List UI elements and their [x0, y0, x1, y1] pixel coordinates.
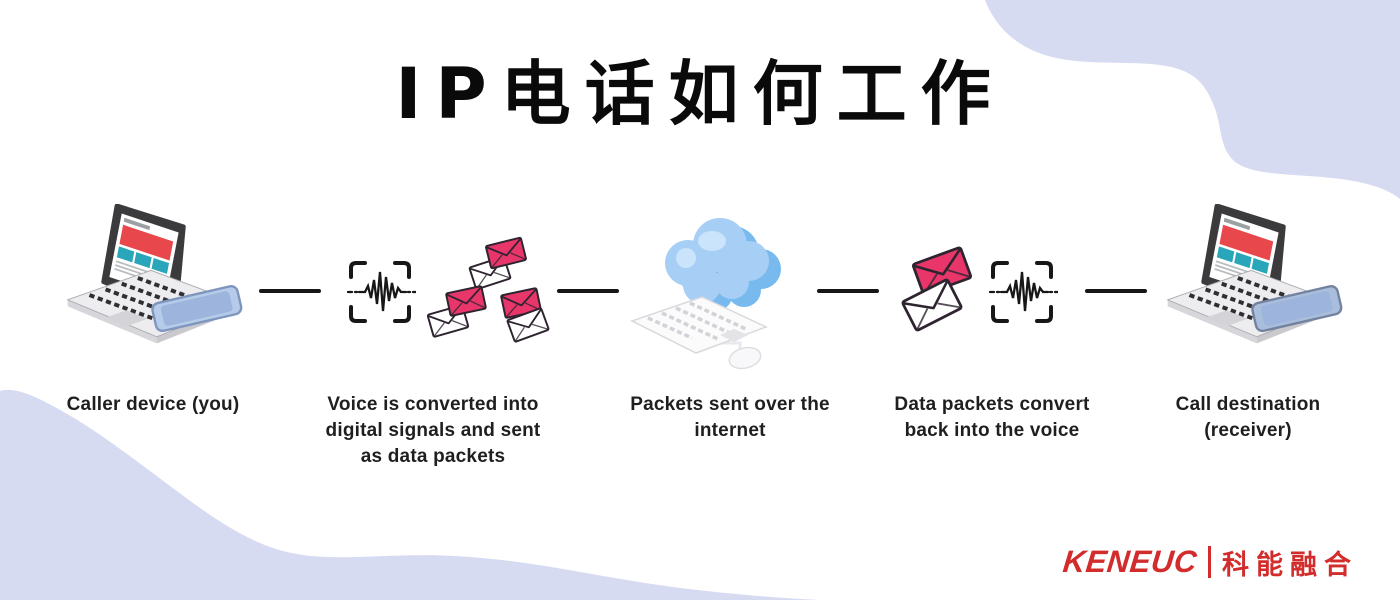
voice-waveform-icon [988, 261, 1058, 323]
mouse [728, 346, 762, 370]
page-title: IP电话如何工作 [395, 53, 1005, 135]
receiver-laptop-phone-icon [1166, 204, 1343, 344]
connector-line [557, 289, 619, 293]
connector-line [1085, 289, 1147, 293]
connector-line [259, 289, 321, 293]
connector-line [817, 289, 879, 293]
data-packets-icon [900, 245, 973, 333]
blob-top-right [985, 0, 1400, 199]
caller-laptop-phone-icon [66, 204, 243, 344]
step-label-packets-convert: Data packets convert back into the voice [894, 394, 1090, 441]
step-label-caller-device: Caller device (you) [66, 394, 240, 415]
brand-logo: KENEUC 科能融合 [1061, 543, 1358, 581]
step-label-voice-converted: Voice is converted into digital signals … [325, 394, 541, 467]
brand-logo-latin: KENEUC [1061, 544, 1199, 579]
blob-bottom-left [0, 389, 820, 600]
smartphone [151, 285, 243, 333]
brand-logo-cjk: 科能融合 [1222, 549, 1358, 581]
step-label-call-destination: Call destination (receiver) [1175, 394, 1321, 441]
data-packets-icon [426, 236, 550, 343]
brand-logo-divider [1208, 546, 1211, 578]
internet-cloud-keyboard-icon [630, 218, 781, 370]
smartphone [1251, 285, 1343, 333]
voice-waveform-icon [346, 261, 416, 323]
step-label-packets-sent: Packets sent over the internet [630, 394, 830, 441]
